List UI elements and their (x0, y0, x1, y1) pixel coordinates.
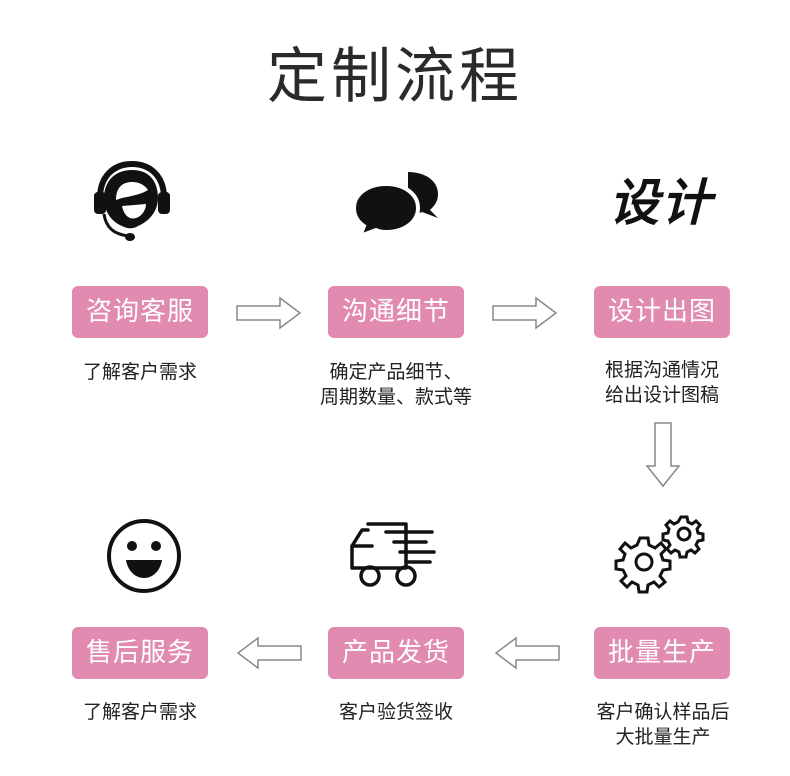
arrow-right-icon (236, 296, 302, 334)
step-desc-design-text: 根据沟通情况 给出设计图稿 (604, 359, 719, 406)
step-pill-ship: 产品发货 (328, 627, 464, 679)
gears-icon (614, 512, 706, 594)
step-desc-communicate: 确定产品细节、 周期数量、款式等 (296, 360, 496, 410)
page-title: 定制流程 (267, 42, 523, 112)
design-text-icon: 设计 (609, 174, 713, 232)
step-desc-produce: 客户确认样品后 大批量生产 (570, 700, 756, 750)
delivery-truck-icon (346, 516, 442, 592)
step-pill-aftersales: 售后服务 (72, 627, 208, 679)
step-desc-ship: 客户验货签收 (338, 701, 453, 723)
step-pill-consult: 咨询客服 (72, 286, 208, 338)
smiley-face-icon (104, 516, 184, 596)
headset-support-icon (92, 160, 172, 246)
step-desc-produce-text: 客户确认样品后 大批量生产 (596, 701, 730, 748)
step-pill-design: 设计出图 (594, 286, 730, 338)
arrow-down-icon (645, 422, 681, 492)
step-pill-communicate: 沟通细节 (328, 286, 464, 338)
step-pill-produce: 批量生产 (594, 627, 730, 679)
arrow-left-icon (494, 636, 560, 674)
step-desc-aftersales: 了解客户需求 (82, 701, 197, 723)
arrow-right-icon (492, 296, 558, 334)
step-desc-design: 根据沟通情况 给出设计图稿 (572, 358, 752, 408)
chat-bubbles-icon (351, 166, 444, 240)
step-desc-consult: 了解客户需求 (82, 361, 197, 383)
step-desc-communicate-text: 确定产品细节、 周期数量、款式等 (319, 361, 472, 408)
arrow-left-icon (236, 636, 302, 674)
